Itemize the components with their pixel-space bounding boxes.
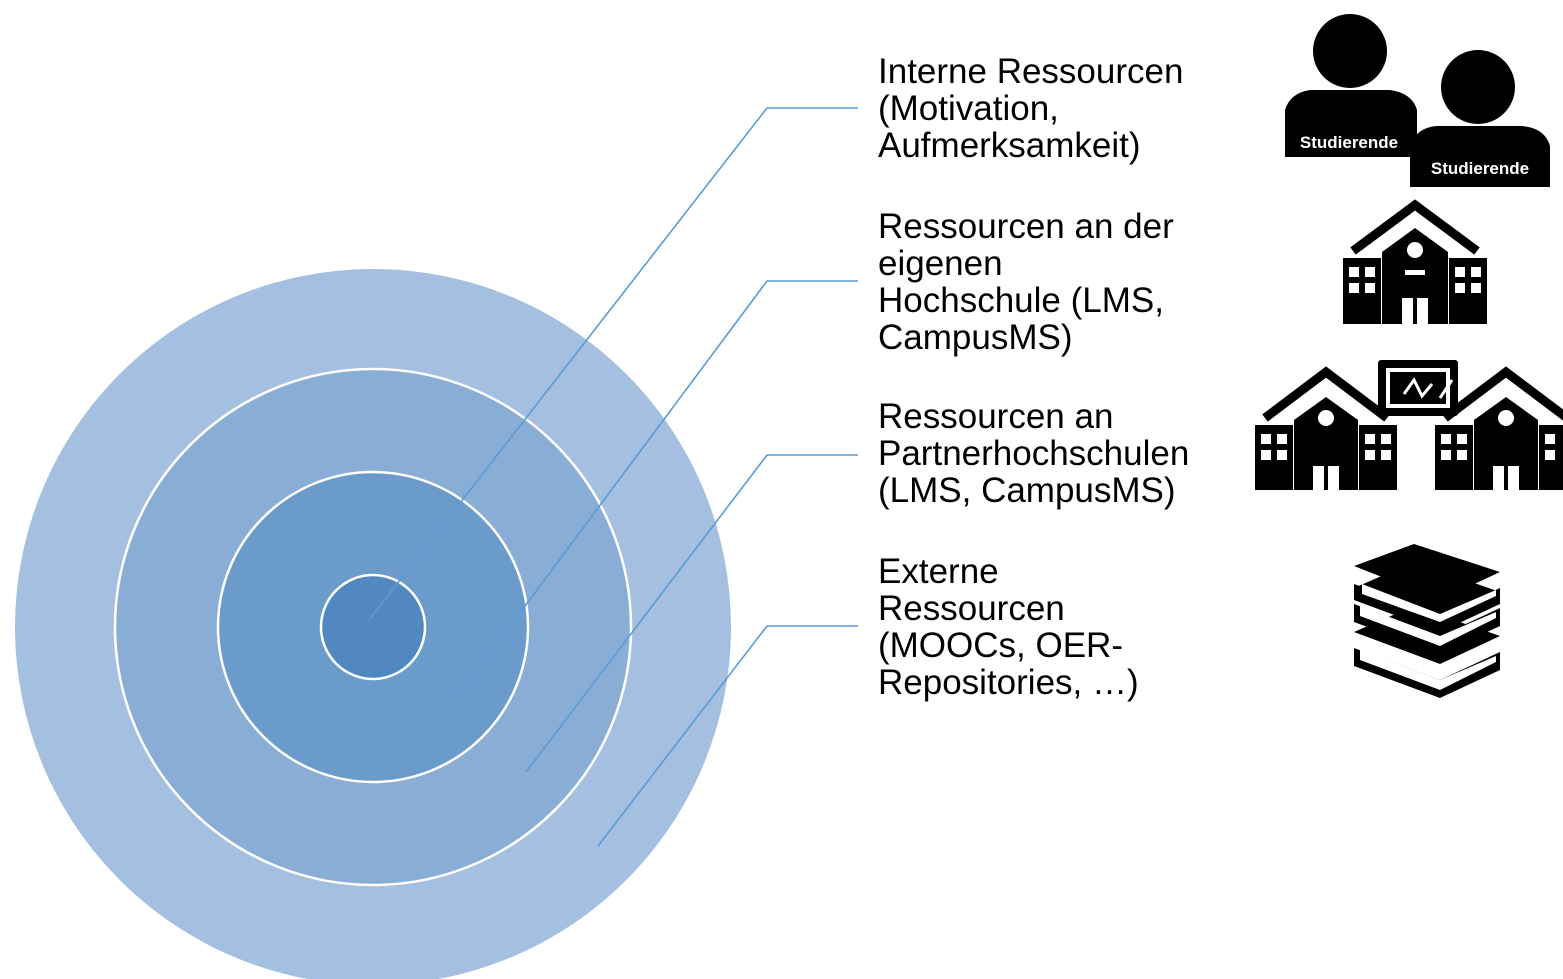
school-building-icon: [1343, 199, 1487, 324]
label-line: Hochschule (LMS,: [878, 281, 1164, 320]
ring-internal-core: [319, 573, 427, 681]
label-line: Aufmerksamkeit): [878, 126, 1141, 165]
label-line: (MOOCs, OER-: [878, 626, 1123, 665]
books-icon: [1354, 544, 1500, 698]
label-line: Externe: [878, 552, 999, 591]
leader-line-internal: [368, 107, 858, 621]
label-line: Ressourcen: [878, 589, 1065, 628]
label-line: (LMS, CampusMS): [878, 471, 1176, 510]
label-line: Ressourcen an: [878, 397, 1114, 436]
label-line: Partnerhochschulen: [878, 434, 1190, 473]
label-own-university-resources: Ressourcen an der eigenen Hochschule (LM…: [878, 208, 1174, 356]
label-line: Interne Ressourcen: [878, 52, 1184, 91]
student-badge-1: Studierende: [1300, 133, 1398, 152]
label-line: Ressourcen an der: [878, 207, 1174, 246]
label-line: CampusMS): [878, 318, 1073, 357]
partner-schools-icon: [1255, 360, 1563, 490]
label-internal-resources: Interne Ressourcen (Motivation, Aufmerks…: [878, 53, 1183, 164]
student-badge-2: Studierende: [1431, 159, 1529, 178]
label-partner-university-resources: Ressourcen an Partnerhochschulen (LMS, C…: [878, 398, 1189, 509]
students-icon: Studierende Studierende: [1285, 14, 1550, 187]
leader-line-partner-universities: [525, 454, 858, 773]
leader-line-external: [597, 625, 858, 847]
label-external-resources: Externe Ressourcen (MOOCs, OER- Reposito…: [878, 553, 1139, 701]
label-line: Repositories, …): [878, 663, 1139, 702]
leader-line-own-university: [454, 280, 858, 701]
label-line: (Motivation,: [878, 89, 1059, 128]
label-line: eigenen: [878, 244, 1003, 283]
